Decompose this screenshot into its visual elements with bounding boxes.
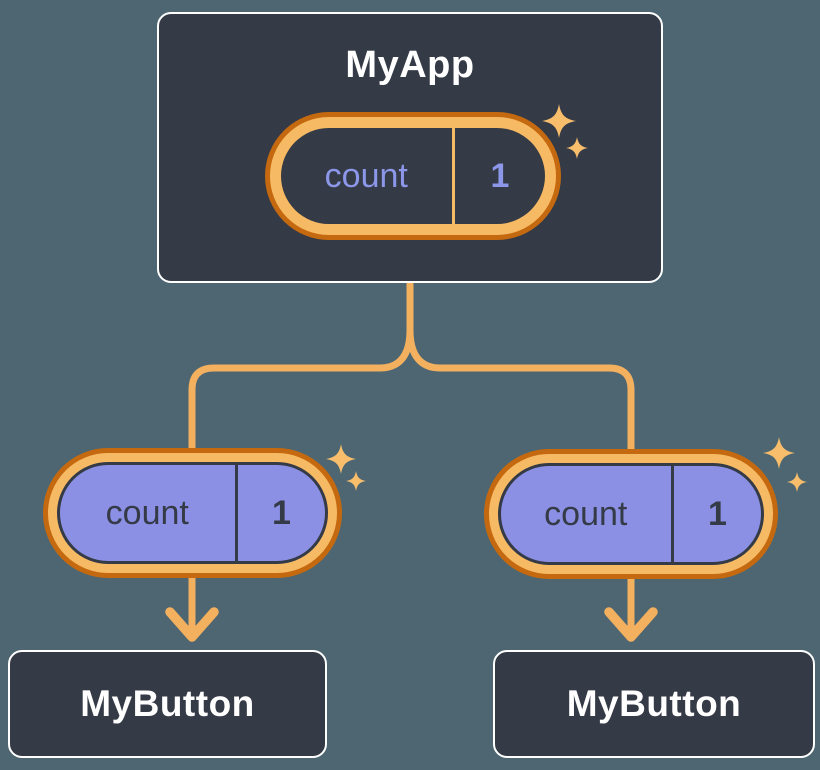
node-mybutton-left: MyButton bbox=[8, 650, 327, 758]
arrow-down-right-icon bbox=[604, 607, 658, 642]
prop-pill-body: count 1 bbox=[57, 462, 328, 564]
node-mybutton-right: MyButton bbox=[493, 650, 815, 758]
node-myapp-title: MyApp bbox=[345, 44, 475, 86]
sparkle-icon bbox=[763, 437, 807, 492]
pill-divider bbox=[234, 465, 238, 561]
prop-pill-body: count 1 bbox=[498, 463, 764, 565]
prop-name-label: count bbox=[105, 493, 189, 532]
prop-value-label: 1 bbox=[708, 494, 727, 533]
sparkle-icon bbox=[326, 444, 366, 491]
connector-right-branch bbox=[406, 281, 635, 633]
state-pill-count: count 1 bbox=[265, 112, 561, 240]
sparkle-icon bbox=[542, 104, 588, 159]
prop-value-label: 1 bbox=[272, 493, 291, 532]
pill-divider bbox=[451, 128, 455, 224]
pill-divider bbox=[670, 466, 674, 562]
prop-pill-count-right: count 1 bbox=[484, 449, 778, 579]
state-value-label: 1 bbox=[490, 156, 510, 195]
state-pill-body: count 1 bbox=[281, 128, 545, 224]
arrow-down-left-icon bbox=[165, 607, 219, 642]
prop-pill-count-left: count 1 bbox=[43, 448, 342, 578]
state-name-label: count bbox=[324, 156, 408, 195]
prop-name-label: count bbox=[544, 494, 628, 533]
